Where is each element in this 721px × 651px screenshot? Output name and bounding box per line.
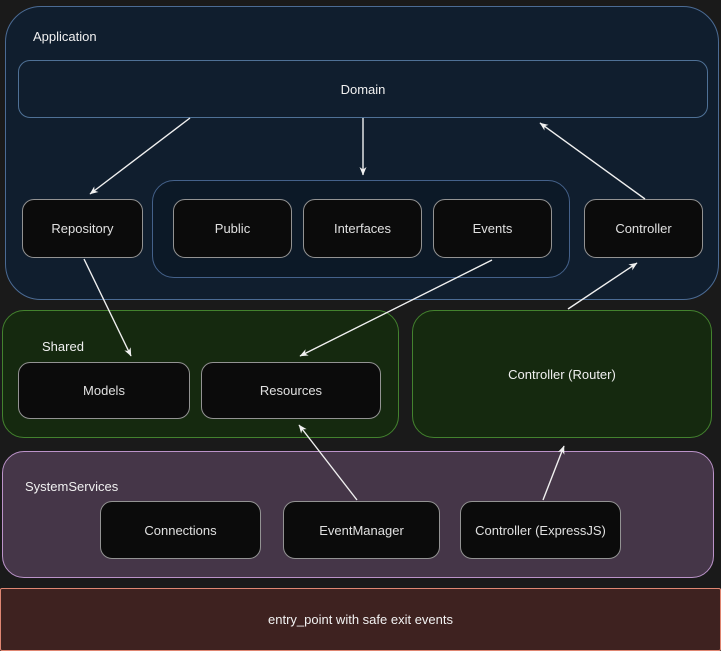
events-node-label: Events	[472, 221, 513, 236]
domain-node-label: Domain	[340, 81, 386, 97]
public-node: Public	[173, 199, 292, 258]
domain-node: Domain	[18, 60, 708, 118]
application-group-label: Application	[33, 29, 97, 44]
repository-node: Repository	[22, 199, 143, 258]
controller-node: Controller	[584, 199, 703, 258]
models-node-label: Models	[83, 383, 125, 398]
event-manager-node: EventManager	[283, 501, 440, 559]
controller-expressjs-node-label: Controller (ExpressJS)	[475, 522, 606, 538]
entry-point-band-label: entry_point with safe exit events	[268, 612, 453, 627]
interfaces-node: Interfaces	[303, 199, 422, 258]
repository-node-label: Repository	[51, 221, 114, 236]
models-node: Models	[18, 362, 190, 419]
public-node-label: Public	[214, 221, 251, 236]
controller-expressjs-node: Controller (ExpressJS)	[460, 501, 621, 559]
shared-group-label: Shared	[42, 339, 84, 354]
system-services-group-label: SystemServices	[25, 479, 119, 494]
events-node: Events	[433, 199, 552, 258]
connections-node-label: Connections	[144, 522, 217, 538]
controller-node-label: Controller	[615, 221, 672, 236]
entry-point-band: entry_point with safe exit events	[0, 588, 721, 651]
event-manager-node-label: EventManager	[319, 522, 404, 538]
interfaces-node-label: Interfaces	[333, 221, 392, 236]
controller-router-node: Controller (Router)	[412, 310, 712, 438]
connections-node: Connections	[100, 501, 261, 559]
resources-node-label: Resources	[259, 383, 323, 398]
controller-router-node-label: Controller (Router)	[508, 366, 616, 382]
resources-node: Resources	[201, 362, 381, 419]
